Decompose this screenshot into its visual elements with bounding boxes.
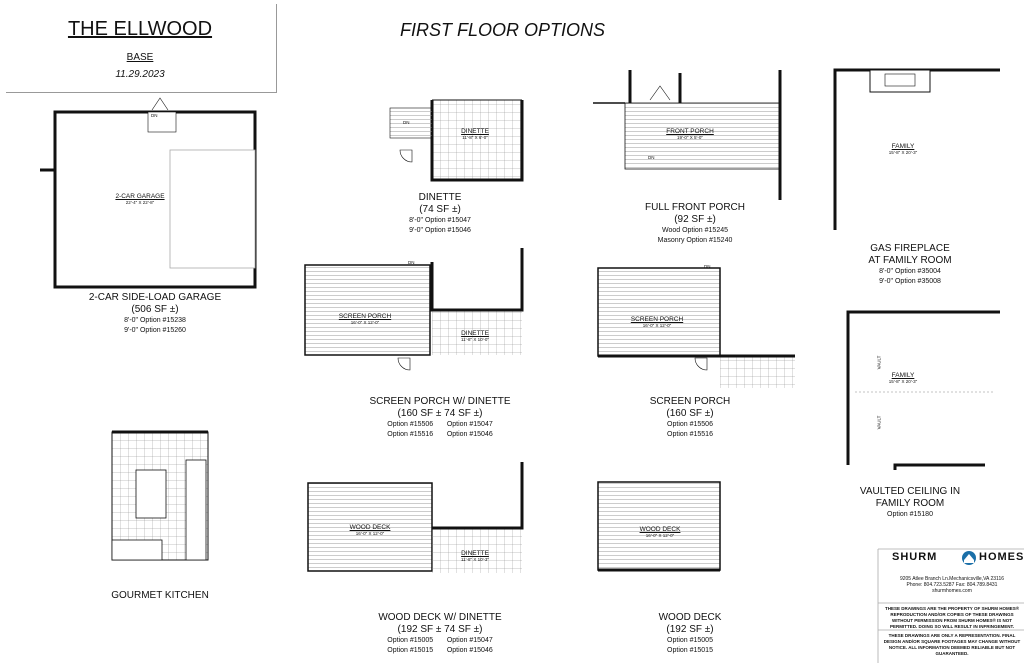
garage-plan [40, 97, 257, 289]
kitchen-caption: GOURMET KITCHEN [111, 590, 209, 601]
vault-tag-1: VAULT [876, 355, 882, 370]
fireplace-caption: GAS FIREPLACE AT FAMILY ROOM 8'-0" Optio… [868, 243, 952, 285]
elevation-label: BASE [126, 52, 154, 63]
company-name-right: HOMES [979, 551, 1024, 563]
front-porch-caption: FULL FRONT PORCH (92 SF ±) Wood Option #… [644, 202, 745, 244]
plan-name: THE ELLWOOD [67, 18, 213, 40]
front-porch-plan [593, 70, 782, 200]
vaulted-caption: VAULTED CEILING IN FAMILY ROOM Option #1… [859, 486, 961, 518]
screen-porch-dinette-plan [304, 248, 524, 371]
representation-disclaimer: THESE DRAWINGS ARE ONLY A REPRESENTATION… [883, 633, 1021, 656]
wood-deck-plan [597, 481, 721, 572]
gourmet-kitchen-plan [111, 430, 209, 561]
vaulted-family-plan [846, 310, 1000, 470]
wood-deck-dinette-plan [307, 462, 524, 573]
company-name-left: SHURM [892, 551, 938, 563]
screen-porch-plan [597, 267, 795, 388]
dinette-dn-tag: DN [403, 120, 410, 125]
company-contact: 9205 Atlee Branch Ln.Mechanicsville,VA 2… [899, 576, 1005, 594]
garage-caption: 2-CAR SIDE-LOAD GARAGE (506 SF ±) 8'-0" … [88, 292, 222, 334]
screen-porch-caption: SCREEN PORCH (160 SF ±) Option #15506 Op… [649, 396, 731, 438]
section-title: FIRST FLOOR OPTIONS [400, 20, 606, 40]
copyright-disclaimer: THESE DRAWINGS ARE THE PROPERTY OF SHURM… [884, 606, 1020, 629]
deck-caption: WOOD DECK (192 SF ±) Option #15005 Optio… [658, 612, 722, 654]
vault-tag-2: VAULT [876, 415, 882, 430]
front-porch-dn-tag: DN [648, 155, 655, 160]
screen-dinette-caption: SCREEN PORCH W/ DINETTE (160 SF ± 74 SF … [369, 396, 511, 438]
screen-dinette-dn-tag: DN [408, 260, 415, 265]
dinette-plan [389, 99, 524, 182]
garage-dn-tag: DN [151, 113, 158, 118]
dinette-caption: DINETTE (74 SF ±) 8'-0" Option #15047 9'… [409, 192, 471, 234]
plan-date: 11.29.2023 [115, 69, 165, 80]
title-block [6, 4, 277, 93]
fireplace-family-plan [833, 68, 1000, 230]
screen-porch-dn-tag: DN [704, 264, 711, 269]
deck-dinette-caption: WOOD DECK W/ DINETTE (192 SF ± 74 SF ±) … [378, 612, 502, 654]
